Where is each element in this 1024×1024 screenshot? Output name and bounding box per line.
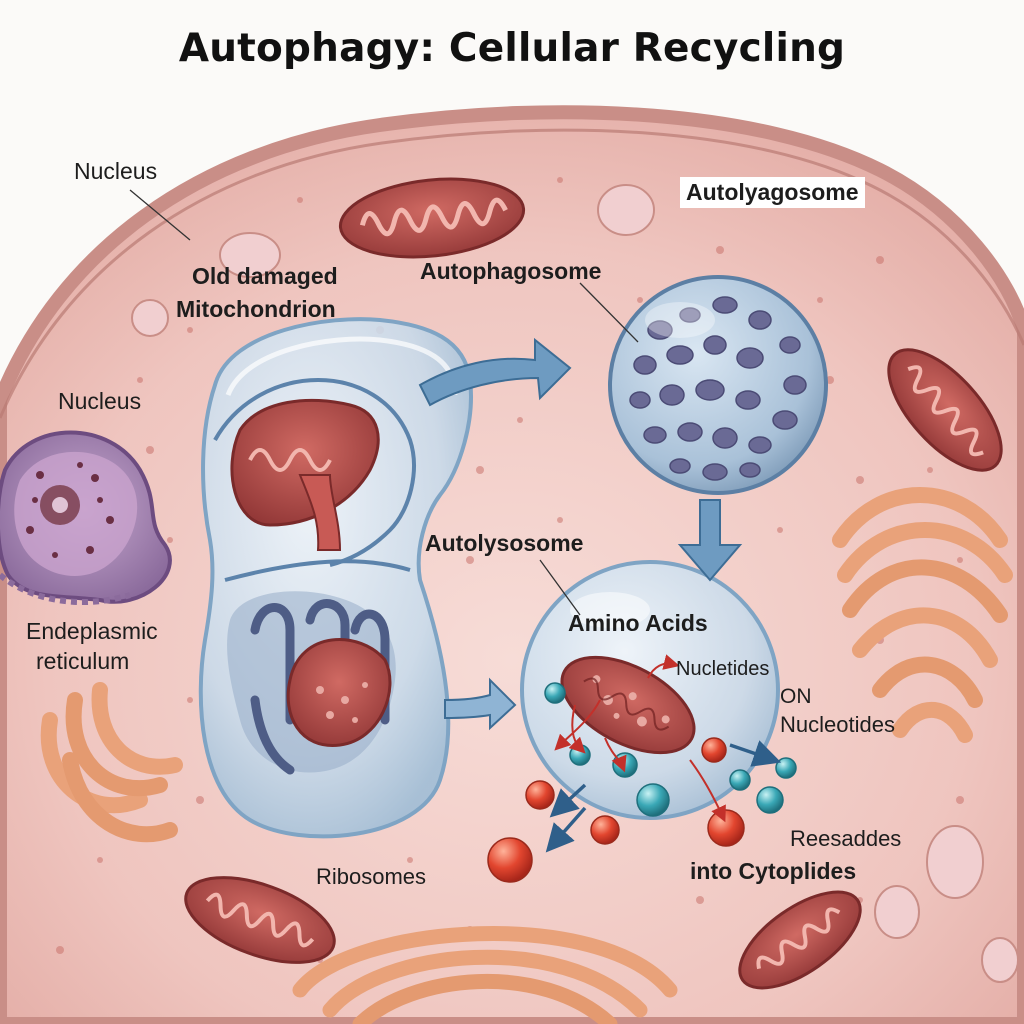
label-reticulum: reticulum <box>36 648 130 674</box>
leader-lines <box>129 189 639 616</box>
isolation-membrane <box>213 378 416 567</box>
label-nucleus-top: Nucleus <box>74 158 158 184</box>
label-autolyagosome: Autolyagosome <box>680 177 865 208</box>
isolation-membrane-lower <box>224 559 411 582</box>
flow-arrow-fusion <box>444 677 517 731</box>
degrading-mitochondrion <box>560 655 696 755</box>
release-arrows-blue <box>545 740 782 853</box>
label-into-cytoplides: into Cytoplides <box>690 858 857 884</box>
label-mitochondrion: Mitochondrion <box>176 296 336 322</box>
label-reesaddes: Reesaddes <box>790 826 902 851</box>
golgi-right <box>832 487 1013 743</box>
label-autolysosome: Autolysosome <box>425 530 584 556</box>
label-nucletides: Nucletides <box>676 658 770 680</box>
golgi-bottom <box>292 926 678 1024</box>
mitochondrion-right <box>887 348 1003 472</box>
red-particles <box>487 737 745 883</box>
autophagosome-sphere <box>608 275 828 495</box>
mitochondrion-bottom-left <box>184 876 336 964</box>
label-autophagosome: Autophagosome <box>420 258 602 284</box>
page-title: Autophagy: Cellular Recycling <box>178 26 846 71</box>
mitochondrion-top <box>338 177 526 259</box>
flow-arrow-to-autolysosome <box>677 499 743 582</box>
damaged-mitochondrion-lower <box>227 591 396 775</box>
golgi-left <box>40 682 183 843</box>
mitochondrion-bottom-right <box>738 890 862 990</box>
flow-arrow-to-autophagosome <box>418 337 572 407</box>
nucleus-left <box>0 430 172 606</box>
label-on: ON <box>780 685 812 708</box>
label-amino-acids: Amino Acids <box>568 610 708 636</box>
damaged-mitochondrion-upper <box>230 398 380 551</box>
label-old-damaged: Old damaged <box>192 263 338 289</box>
small-vesicles <box>131 184 1019 983</box>
label-ribosomes: Ribosomes <box>316 864 427 889</box>
release-arrows-red <box>554 654 726 823</box>
label-nucleus-left: Nucleus <box>58 388 142 414</box>
label-nucleotides: Nucleotides <box>780 712 895 737</box>
label-endeplasmic: Endeplasmic <box>26 618 158 644</box>
